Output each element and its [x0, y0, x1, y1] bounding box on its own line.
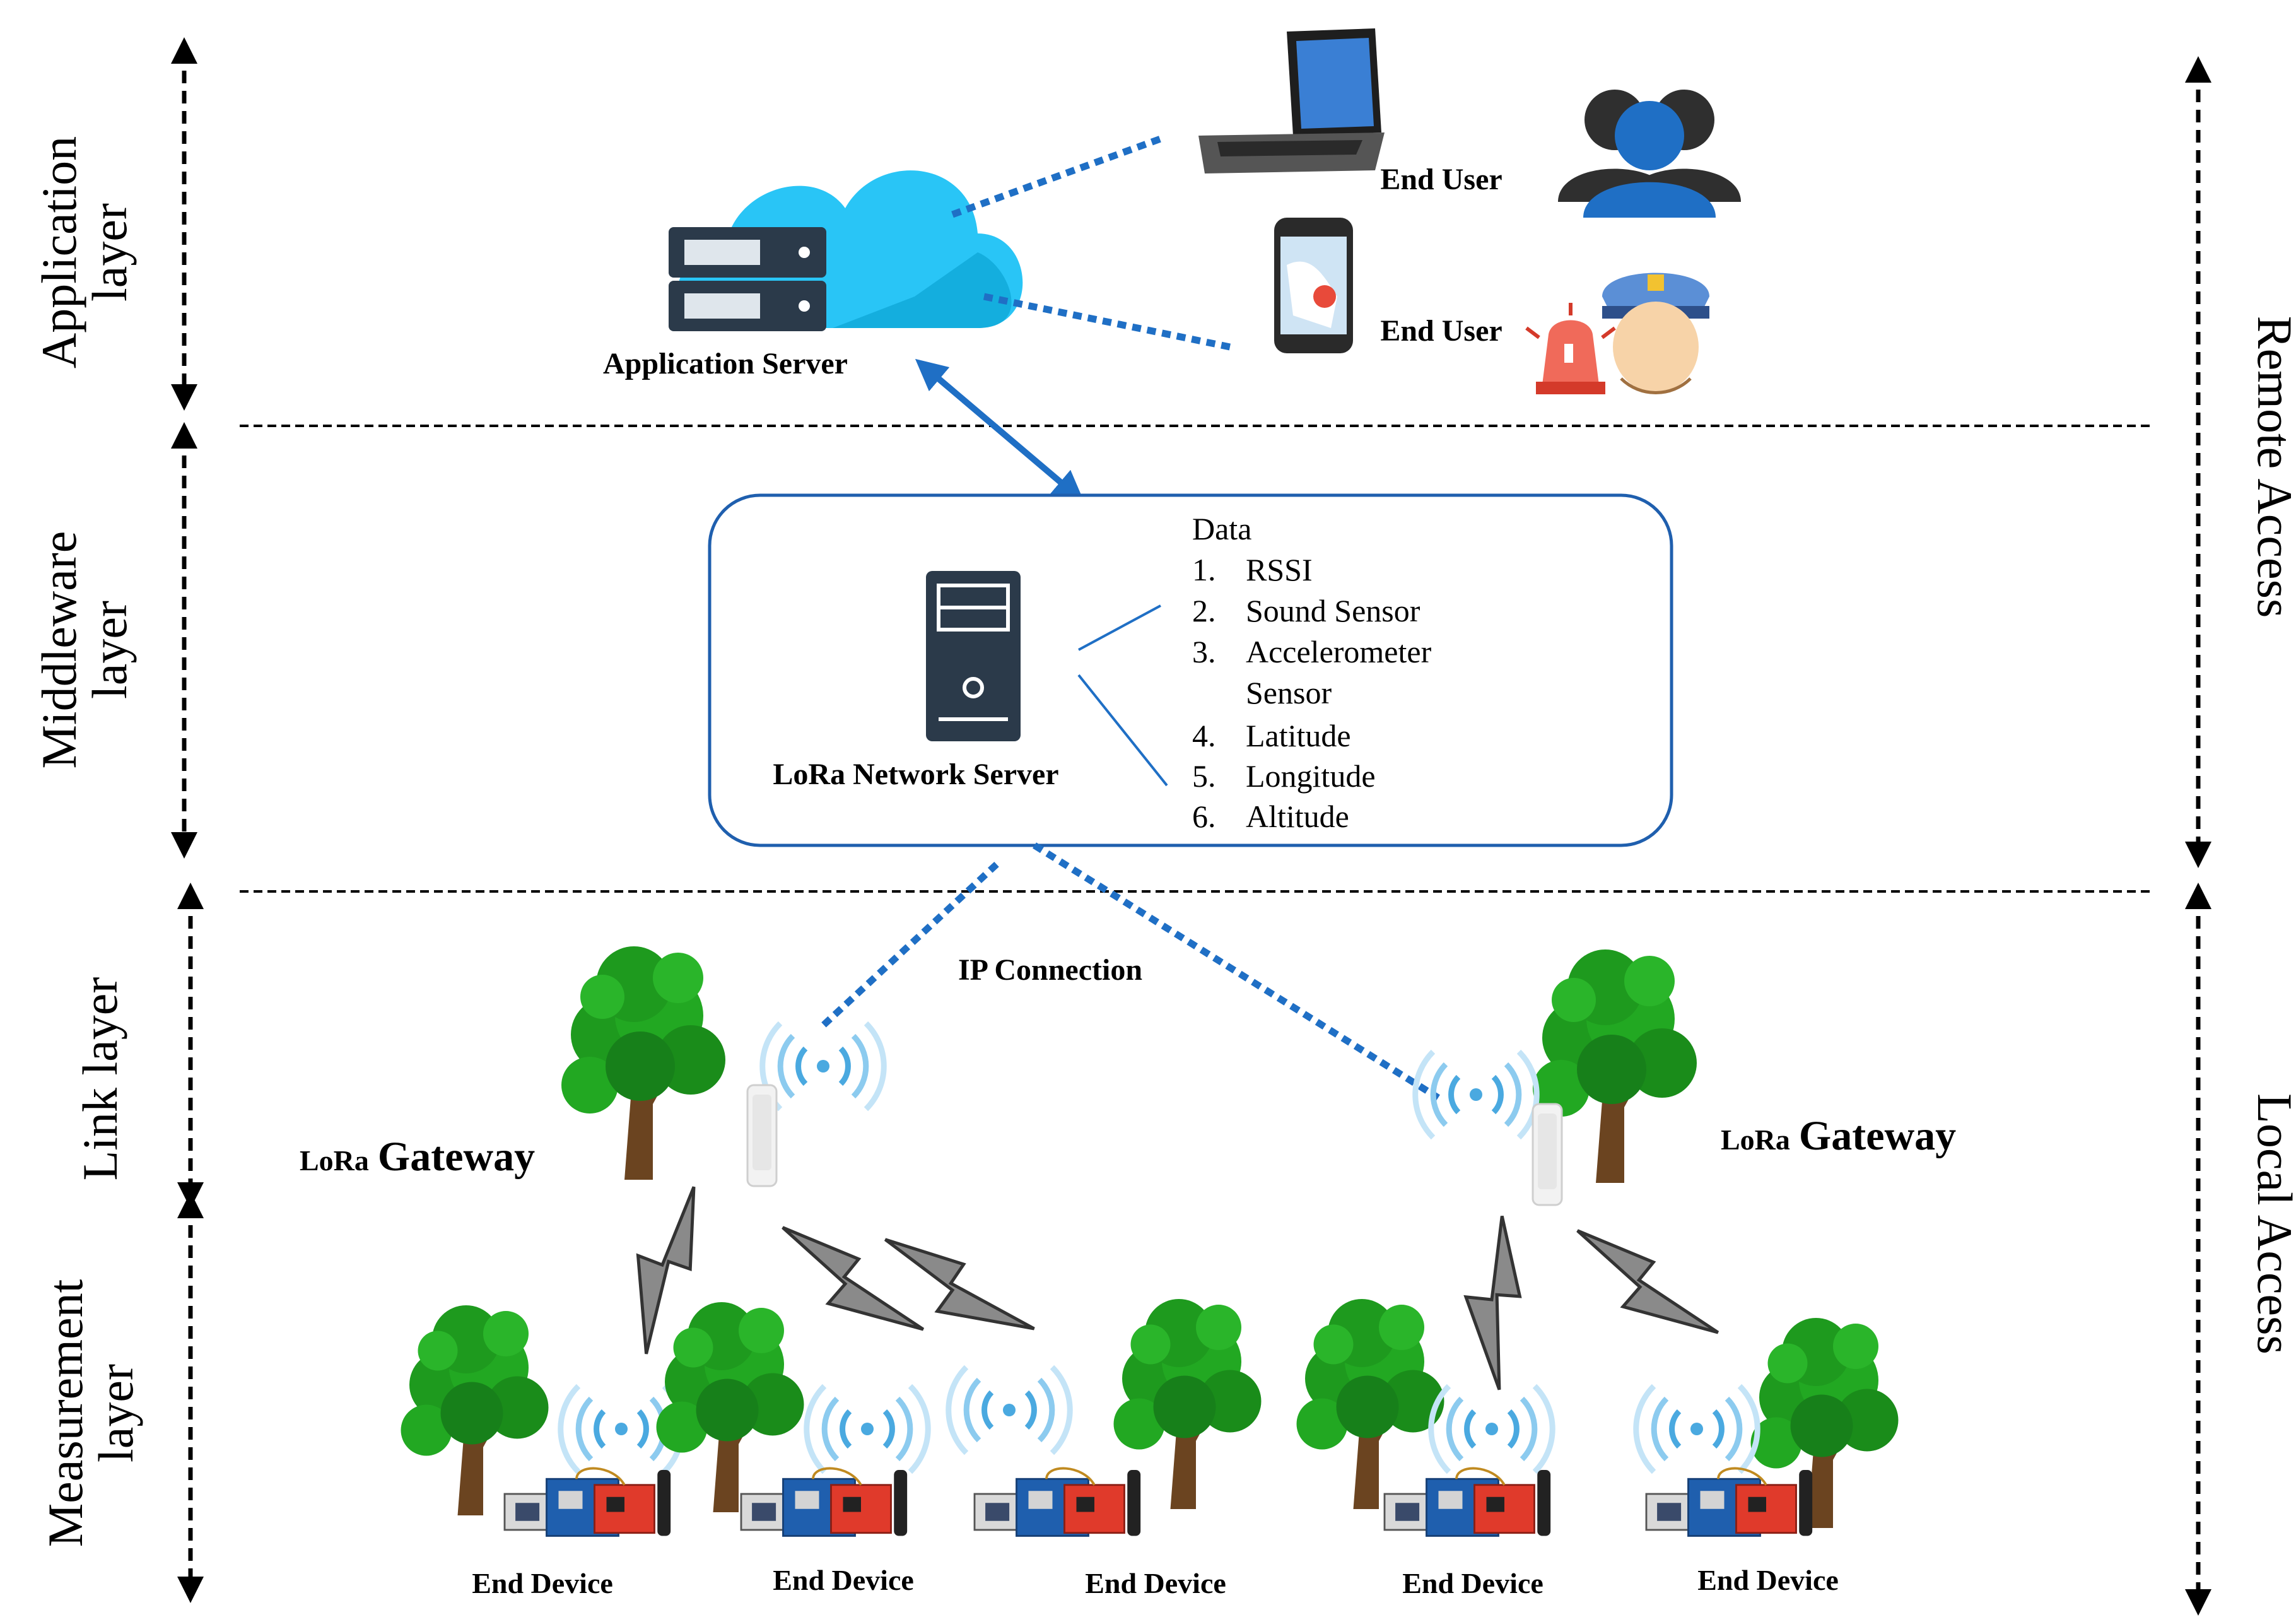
data-item-5: Longitude [1246, 758, 1376, 794]
data-item-2-num: 2. [1192, 593, 1216, 628]
data-item-6: Altitude [1246, 799, 1349, 834]
remote-access-label: Remote Access [2247, 316, 2296, 618]
data-item-4: Latitude [1246, 718, 1351, 753]
gateway-right-label: LoRa Gateway [1721, 1113, 1956, 1159]
data-item-2: Sound Sensor [1246, 593, 1420, 628]
application-server-label: Application Server [603, 347, 848, 380]
alarm-light-icon [1525, 303, 1616, 394]
data-item-1: RSSI [1246, 552, 1313, 587]
data-connector-top [1078, 604, 1161, 651]
device-wifi-2 [807, 1386, 928, 1472]
end-device-label-1: End Device [472, 1567, 613, 1599]
gateway-wifi-left [763, 1023, 884, 1109]
device-tree-2 [656, 1302, 804, 1512]
application-layer-label-2: layer [82, 203, 137, 302]
end-device-label-2: End Device [773, 1564, 914, 1596]
device-board-3 [973, 1467, 1142, 1537]
measurement-layer-label-2: layer [88, 1364, 143, 1462]
data-item-1-num: 1. [1192, 552, 1216, 587]
ip-link-left [817, 861, 999, 1031]
local-access-label: Local Access [2247, 1093, 2296, 1355]
link-layer-label: Link layer [73, 977, 127, 1181]
data-item-3-num: 3. [1192, 634, 1216, 669]
gateway-antenna-left [746, 1084, 778, 1187]
ip-connection-label: IP Connection [958, 953, 1142, 987]
gateway-antenna-right [1532, 1103, 1563, 1206]
middleware-layer-label-1: Middleware [32, 531, 86, 769]
application-layer-label-1: Application [32, 136, 86, 368]
data-item-6-num: 6. [1192, 799, 1216, 834]
data-item-3-line1: Accelerometer [1246, 634, 1432, 669]
device-wifi-5 [1636, 1386, 1757, 1472]
gateway-right-prefix: LoRa [1721, 1124, 1790, 1156]
device-tree-4 [1296, 1299, 1444, 1509]
network-server-icon [926, 571, 1021, 741]
device-wifi-4 [1431, 1386, 1552, 1472]
data-item-3-line2: Sensor [1246, 675, 1332, 710]
device-board-4 [1383, 1467, 1552, 1537]
cloud-to-phone-link [983, 293, 1231, 351]
gateway-left-label: LoRa Gateway [300, 1134, 535, 1180]
device-board-5 [1645, 1467, 1814, 1537]
device-board-1 [503, 1467, 672, 1537]
gateway-left-name: Gateway [378, 1134, 535, 1180]
end-user-label-2: End User [1380, 314, 1502, 348]
gateway-right-name: Gateway [1799, 1113, 1956, 1159]
radio-bolt-3 [881, 1203, 1034, 1369]
middleware-layer-label-2: layer [82, 601, 137, 699]
server-rack-icon [669, 227, 826, 331]
radio-bolt-5 [1573, 1198, 1718, 1368]
ip-link-right [1033, 842, 1440, 1101]
data-item-4-num: 4. [1192, 718, 1216, 753]
device-tree-1 [401, 1305, 549, 1515]
mobile-phone-icon [1274, 218, 1353, 353]
user-group-icon [1558, 90, 1741, 218]
measurement-layer-label-1: Measurement [38, 1279, 93, 1547]
end-device-label-4: End Device [1402, 1567, 1543, 1599]
radio-bolt-2 [778, 1195, 923, 1365]
gateway-left-prefix: LoRa [300, 1144, 369, 1177]
end-device-label-3: End Device [1085, 1567, 1226, 1599]
device-wifi-3 [949, 1367, 1070, 1453]
end-device-label-5: End Device [1697, 1564, 1839, 1596]
police-officer-icon [1602, 273, 1709, 394]
laptop-icon [1198, 28, 1385, 173]
gateway-tree-left [561, 946, 725, 1180]
cloud-to-laptop-link [951, 135, 1162, 218]
radio-bolt-4 [1440, 1214, 1555, 1390]
device-board-2 [740, 1467, 909, 1537]
data-list: Data 1. RSSI 2. Sound Sensor 3. Accelero… [1192, 511, 1432, 834]
gateway-wifi-right [1415, 1052, 1537, 1137]
end-user-label-1: End User [1380, 163, 1502, 196]
data-item-5-num: 5. [1192, 758, 1216, 794]
app-to-network-link [915, 358, 1085, 503]
data-connector-bottom [1077, 674, 1168, 787]
network-server-label: LoRa Network Server [773, 758, 1058, 791]
network-server-panel [708, 493, 1673, 847]
data-title: Data [1192, 511, 1251, 546]
